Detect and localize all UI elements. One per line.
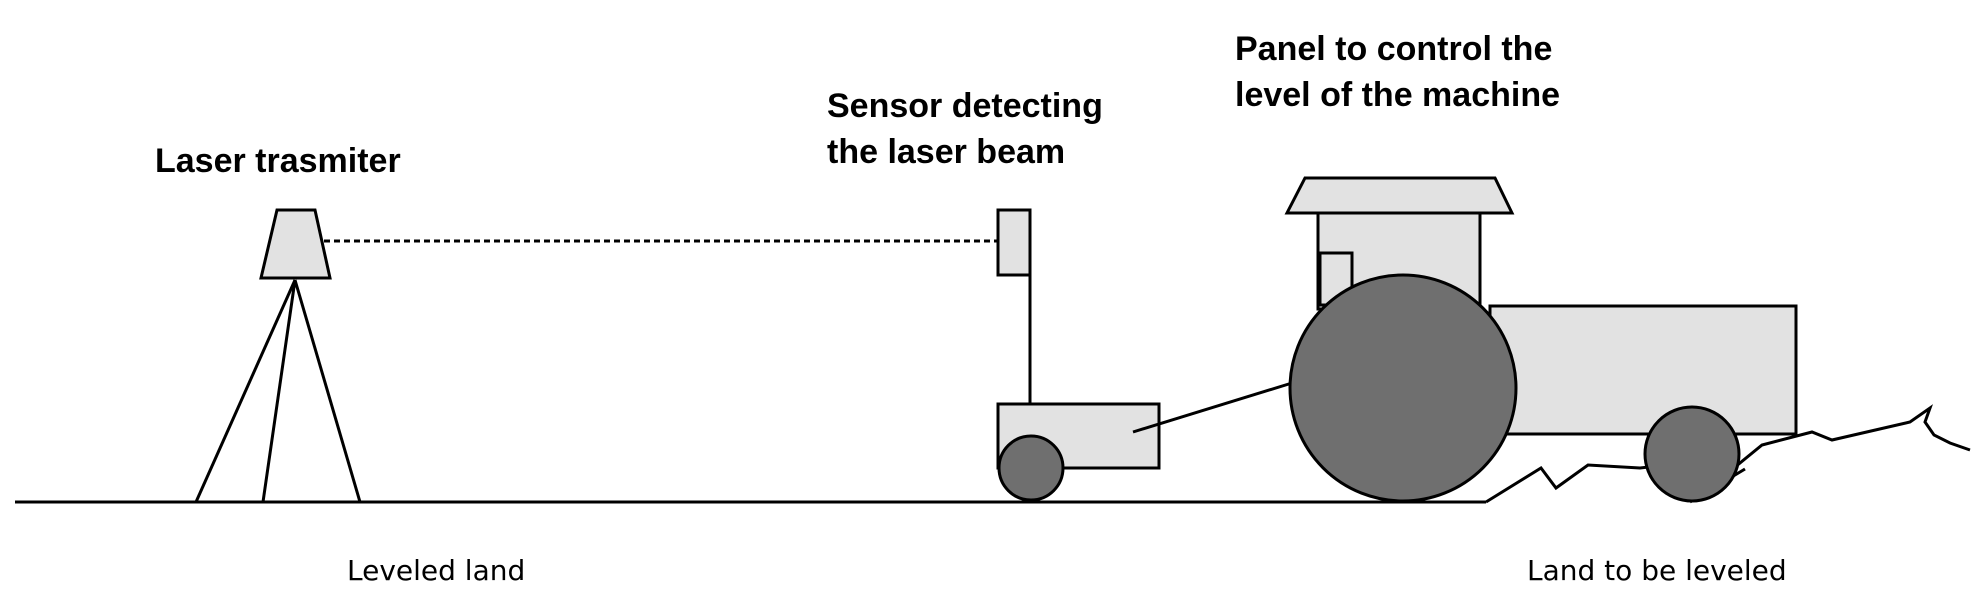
tripod-right-leg <box>293 279 362 503</box>
panel-label-line-2: level of the machine <box>1235 76 1560 114</box>
tractor-roof <box>1284 176 1515 215</box>
laser-transmitter-label: Laser trasmiter <box>155 142 401 180</box>
tractor-body <box>1488 304 1798 436</box>
sensor-label-line-2: the laser beam <box>827 133 1065 171</box>
scraper-box <box>996 402 1161 470</box>
laser-sensor <box>996 208 1032 277</box>
tripod-middle-leg <box>261 279 297 503</box>
hitch-bar <box>1132 381 1293 434</box>
tripod-left-leg <box>194 279 297 503</box>
laser-transmitter <box>194 208 362 503</box>
panel-label-line-1: Panel to control the <box>1235 30 1552 68</box>
tractor-rear-wheel <box>1288 273 1518 503</box>
tractor <box>1284 176 1798 503</box>
land-to-be-leveled-label: Land to be leveled <box>1527 554 1787 587</box>
unleveled-ground-line <box>1485 404 1971 504</box>
sensor-label-line-1: Sensor detecting <box>827 87 1103 125</box>
tractor-front-wheel <box>1643 405 1741 503</box>
laser-transmitter-head <box>259 208 332 280</box>
leveling-implement <box>996 208 1293 502</box>
scraper-wheel <box>997 434 1065 502</box>
leveled-land-label: Leveled land <box>347 554 525 587</box>
